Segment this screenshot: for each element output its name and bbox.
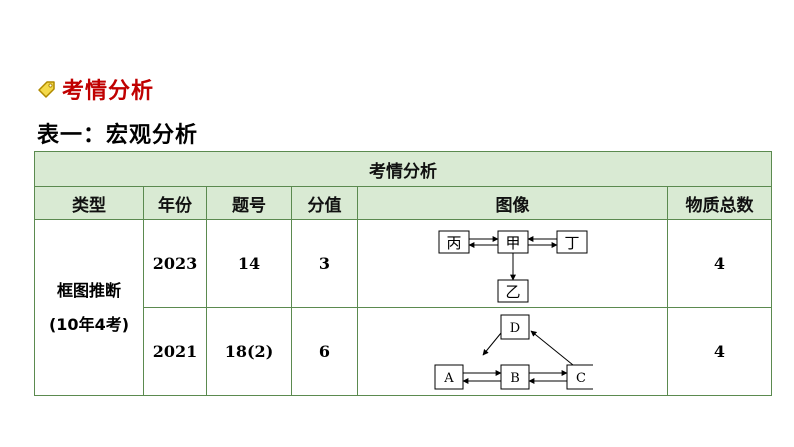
total-cell: 4 — [667, 219, 772, 308]
svg-text:丁: 丁 — [564, 234, 579, 252]
question-cell: 14 — [206, 219, 292, 308]
node-center: B — [500, 364, 529, 389]
table-row: 框图推断 (10年4考) 2023 14 3 丙 甲 — [34, 219, 772, 396]
node-right: C — [566, 364, 593, 389]
svg-text:D: D — [509, 321, 519, 336]
tag-icon — [38, 81, 55, 98]
table-caption: 考情分析 — [34, 151, 772, 187]
node-left: 丙 — [438, 230, 469, 253]
node-top: D — [500, 314, 529, 339]
header-image: 图像 — [357, 186, 668, 220]
header-question: 题号 — [206, 186, 292, 220]
section-heading: 考情分析 — [36, 74, 154, 104]
svg-text:丙: 丙 — [446, 234, 461, 252]
svg-text:甲: 甲 — [505, 234, 520, 252]
score-cell: 6 — [291, 307, 358, 396]
category-count: (10年4考) — [48, 314, 130, 334]
header-year: 年份 — [143, 186, 207, 220]
year-cell: 2023 — [143, 219, 207, 308]
svg-text:B: B — [510, 371, 520, 386]
score-cell: 3 — [291, 219, 358, 308]
category-cell: 框图推断 (10年4考) — [34, 219, 144, 396]
node-left: A — [434, 364, 463, 389]
section-heading-text: 考情分析 — [62, 79, 155, 104]
svg-text:乙: 乙 — [505, 283, 520, 301]
table-subtitle: 表一：宏观分析 — [37, 123, 199, 148]
diagram-cell: 丙 甲 丁 乙 — [357, 219, 668, 308]
analysis-table: 考情分析 类型 年份 题号 分值 图像 物质总数 框图推断 (10年4考) 20… — [34, 151, 772, 396]
table-row: 2021 18(2) 6 D A B — [35, 307, 772, 396]
header-type: 类型 — [34, 186, 144, 220]
flow-diagram-2023: 丙 甲 丁 乙 — [438, 230, 587, 302]
flow-diagram-2021: D A B C — [434, 314, 593, 389]
node-bottom: 乙 — [497, 279, 528, 302]
category-label: 框图推断 — [56, 280, 121, 300]
diagram-cell: D A B C — [357, 307, 668, 396]
node-center: 甲 — [497, 230, 528, 253]
total-cell: 4 — [667, 307, 772, 396]
edge-right-to-top — [530, 330, 573, 365]
edge-top-to-center — [482, 332, 501, 355]
svg-text:A: A — [443, 371, 454, 386]
header-total: 物质总数 — [667, 186, 772, 220]
question-cell: 18(2) — [206, 307, 292, 396]
header-score: 分值 — [291, 186, 358, 220]
node-right: 丁 — [556, 230, 587, 253]
svg-text:C: C — [576, 371, 586, 386]
year-cell: 2021 — [143, 307, 207, 396]
